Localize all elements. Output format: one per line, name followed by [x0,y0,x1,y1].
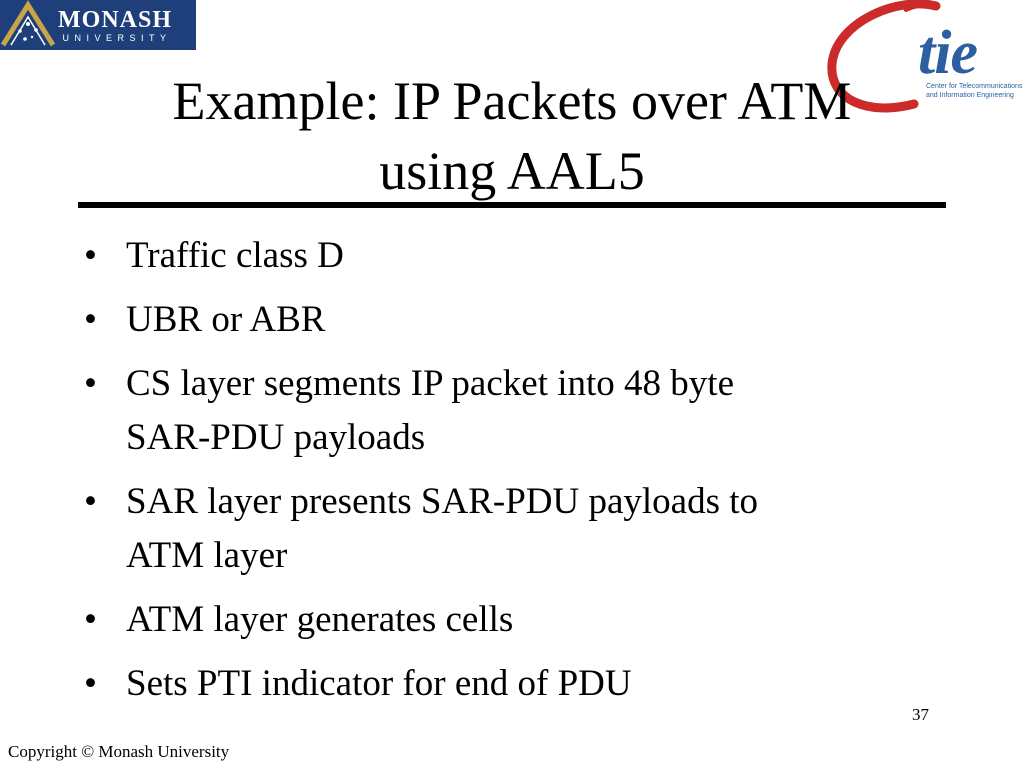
monash-university-logo: MONASH UNIVERSITY [0,0,196,50]
bullet-line: ATM layer generates cells [126,599,514,640]
bullet-text: Sets PTI indicator for end of PDU [126,657,940,711]
monash-logo-subtitle: UNIVERSITY [62,33,172,43]
bullet-marker: • [84,599,97,640]
monash-logo-name: MONASH [58,7,172,33]
bullet-list: • Traffic class D • UBR or ABR • CS laye… [80,229,940,721]
bullet-line: Traffic class D [126,235,344,276]
bullet-line: SAR layer presents SAR-PDU payloads to [126,481,759,522]
bullet-line: ATM layer [126,535,288,576]
ctie-caption: Center for Telecommunications and Inform… [926,82,1022,100]
monash-crest-icon [0,0,56,50]
ctie-swoosh-icon [827,0,941,113]
slide-title-line: using AAL5 [379,141,645,201]
bullet-text: CS layer segments IP packet into 48 byte… [126,357,940,465]
bullet-text: Traffic class D [126,229,940,283]
slide-title-line: Example: IP Packets over ATM [172,71,852,131]
bullet-marker: • [84,663,97,704]
ctie-logo: tie Center for Telecommunications and In… [818,0,1024,122]
ctie-caption-line: and Information Engineering [926,92,1014,99]
bullet-marker: • [84,299,97,340]
ctie-wordmark: tie [918,19,978,87]
bullet-marker: • [84,235,97,276]
title-divider [78,202,946,208]
bullet-item: • Sets PTI indicator for end of PDU [80,657,940,711]
bullet-line: Sets PTI indicator for end of PDU [126,663,632,704]
bullet-line: SAR-PDU payloads [126,417,426,458]
bullet-item: • Traffic class D [80,229,940,283]
bullet-item: • SAR layer presents SAR-PDU payloads to… [80,475,940,583]
bullet-text: SAR layer presents SAR-PDU payloads to A… [126,475,940,583]
bullet-text: UBR or ABR [126,293,940,347]
bullet-marker: • [84,481,97,522]
ctie-caption-line: Center for Telecommunications [926,83,1023,90]
bullet-line: CS layer segments IP packet into 48 byte [126,363,734,404]
bullet-line: UBR or ABR [126,299,326,340]
bullet-item: • ATM layer generates cells [80,593,940,647]
bullet-text: ATM layer generates cells [126,593,940,647]
copyright-footer: Copyright © Monash University [8,742,230,761]
bullet-item: • CS layer segments IP packet into 48 by… [80,357,940,465]
bullet-item: • UBR or ABR [80,293,940,347]
slide-title: Example: IP Packets over ATM using AAL5 [80,66,944,206]
bullet-marker: • [84,363,97,404]
slide-number: 37 [912,705,929,724]
